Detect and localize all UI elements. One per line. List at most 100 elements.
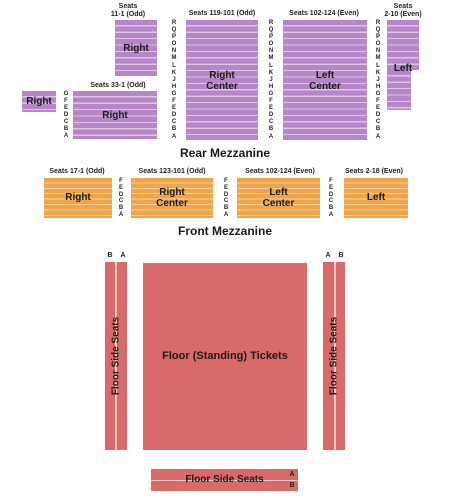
section-name: Floor Side Seats [328,316,340,396]
front-left-section[interactable]: Left [344,178,408,218]
row-letter: M [268,55,274,62]
row-letter: N [375,48,381,55]
row-letter: O [268,41,274,48]
floor-right-row-b: B [338,252,344,259]
row-letter: O [171,41,177,48]
floor-side-seats-left[interactable]: Floor Side Seats [105,262,127,450]
row-letter: F [224,178,228,184]
rear-right-lower-section[interactable]: Right [73,91,157,139]
floor-left-row-a: A [120,252,126,259]
row-letter: B [171,126,177,133]
row-letter: R [268,20,274,26]
row-letter: L [376,62,380,69]
row-letter: H [375,83,381,90]
rear-left-center-section[interactable]: Left Center [283,20,367,140]
row-letter: N [171,48,177,55]
row-letter: B [63,126,69,132]
row-letter: F [172,98,176,105]
row-letter: E [268,105,273,112]
rear-right-lower-seats-label: Seats 33-1 (Odd) [90,82,146,89]
row-letter: P [375,34,380,41]
row-letter: A [328,211,334,218]
row-letter: H [268,83,274,90]
front-right-center-section[interactable]: Right Center [131,178,213,218]
row-letter: A [375,133,381,140]
row-letter: J [376,76,380,83]
row-letter: G [63,91,69,97]
rear-right-upper-seats-label: Seats 11-1 (Odd) [110,3,146,18]
row-letter: E [63,105,68,111]
row-letter: P [268,34,273,41]
row-letter: K [375,69,381,76]
floor-standing-section[interactable]: Floor (Standing) Tickets [143,263,307,450]
row-letter: F [329,178,333,184]
floor-right-row-a: A [325,252,331,259]
front-right-seats-label: Seats 17-1 (Odd) [49,168,105,175]
row-letter: L [269,62,273,69]
floor-left-row-b: B [107,252,113,259]
row-letter: D [63,112,69,118]
floor-bottom-row-b: B [289,482,295,489]
row-letter: D [328,191,334,198]
row-letter: C [118,198,124,205]
row-letter: F [376,98,380,105]
row-letter: K [268,69,274,76]
front-right-center-seats-label: Seats 123-101 (Odd) [138,168,206,175]
section-name: Left Center [309,70,341,92]
row-letter: J [269,76,273,83]
row-letter: P [171,34,176,41]
row-letter: R [171,20,177,26]
row-letter: A [268,133,274,140]
section-name: Right Center [206,70,238,92]
section-name: Right [65,192,91,203]
row-letter: E [118,184,123,191]
row-letter: B [268,126,274,133]
section-name: Left Center [262,187,295,209]
row-letter: E [375,105,380,112]
section-name: Left [366,192,386,203]
row-letter: H [171,83,177,90]
row-letter: C [328,198,334,205]
floor-bottom-row-a: A [289,471,295,478]
row-letter: F [269,98,273,105]
rear-left-section-name: Left [393,63,413,74]
rear-right-small-section[interactable]: Right [22,91,56,112]
row-letter: Q [268,27,274,34]
row-letter: B [223,205,229,212]
row-letter: D [171,112,177,119]
front-left-center-section[interactable]: Left Center [237,178,320,218]
row-letter: E [171,105,176,112]
row-letter: B [118,205,124,212]
row-letter: R [375,20,381,26]
row-letter: C [171,119,177,126]
rear-left-section-upper[interactable] [387,20,419,70]
row-letter: B [328,205,334,212]
row-letter: C [63,119,69,125]
row-letter: D [118,191,124,198]
rear-right-upper-section[interactable]: Right [115,20,157,76]
rear-mezzanine-label: Rear Mezzanine [179,146,271,160]
row-letter: F [119,178,123,184]
rear-right-center-seats-label: Seats 119-101 (Odd) [188,10,256,17]
row-letter: L [172,62,176,69]
section-name: Right [123,43,149,54]
rear-left-section-lower[interactable] [387,70,411,110]
row-letter: D [268,112,274,119]
front-right-section[interactable]: Right [44,178,112,218]
row-letter: E [328,184,333,191]
front-left-seats-label: Seats 2-18 (Even) [345,168,403,175]
floor-side-seats-right[interactable]: Floor Side Seats [323,262,345,450]
floor-side-seats-bottom[interactable]: Floor Side Seats [151,469,298,491]
row-letter: G [375,90,381,97]
row-letter: D [375,112,381,119]
row-letter: Q [375,27,381,34]
section-name: Floor Side Seats [110,316,122,396]
row-letter: B [375,126,381,133]
row-letter: M [171,55,177,62]
row-letter: G [171,90,177,97]
section-name: Right [102,110,128,121]
rear-right-center-section[interactable]: Right Center [186,20,258,140]
